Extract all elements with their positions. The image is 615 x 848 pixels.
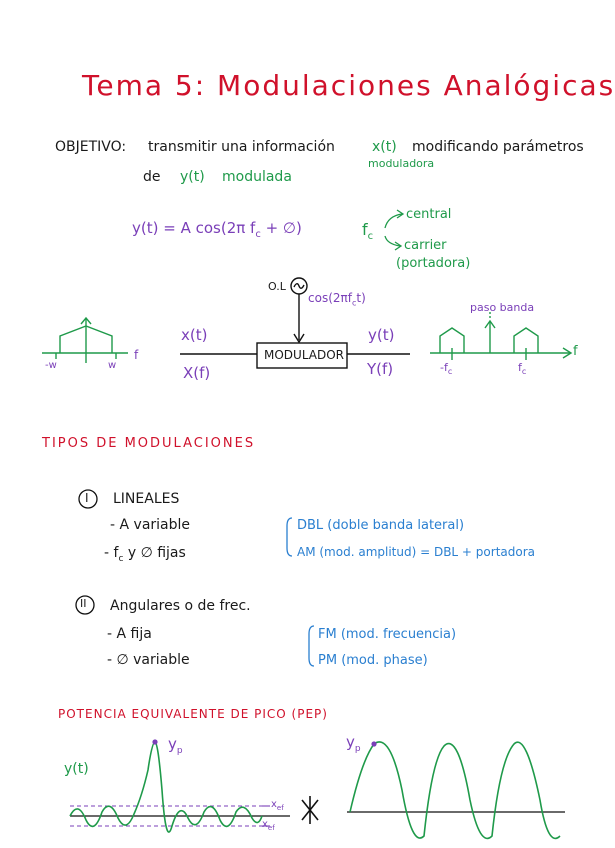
pep-yt-label: y(t) — [64, 761, 89, 777]
tipos-heading: TIPOS DE MODULACIONES — [42, 436, 256, 451]
pep-yp-right: yp — [346, 735, 361, 754]
modulador-label: MODULADOR — [264, 348, 345, 362]
pep-right-plot — [347, 741, 565, 840]
xef-top-sub: ef — [276, 804, 284, 812]
formula-main: y(t) = A cos(2π f — [132, 219, 256, 237]
pep-yp-left-main: y — [168, 735, 177, 753]
fc-portadora: (portadora) — [396, 256, 471, 271]
objetivo-lead: OBJETIVO: — [55, 139, 127, 155]
pep-left-plot — [69, 739, 290, 833]
fc-carrier: carrier — [404, 238, 447, 253]
fm-definition: FM (mod. frecuencia) — [318, 627, 457, 642]
pm-definition: PM (mod. phase) — [318, 653, 428, 668]
cos-sub: c — [351, 298, 357, 308]
f-axis-right: f — [573, 344, 578, 359]
lineales-fc-end: y ∅ fijas — [123, 545, 186, 561]
angulares-a: - A fija — [107, 626, 152, 642]
pep-yp-right-sub: p — [354, 744, 361, 754]
input-xt: x(t) — [181, 326, 208, 344]
xef-bottom-main: x — [262, 819, 268, 830]
angulares-phi: - ∅ variable — [107, 652, 190, 668]
lineales-fc-main: - f — [104, 545, 119, 561]
objetivo-xt: x(t) — [372, 139, 397, 155]
xef-bottom-sub: ef — [267, 824, 275, 832]
carrier-formula: y(t) = A cos(2π fc + ∅) — [132, 221, 302, 240]
modulator-diagram — [180, 277, 410, 369]
type-i-marker — [78, 489, 98, 509]
formula-end: + ∅) — [260, 219, 302, 237]
objetivo-yt: y(t) — [180, 169, 205, 185]
xef-top-label: xef — [271, 800, 284, 812]
pep-yp-left: yp — [168, 737, 183, 756]
fc-axis-main: f — [518, 361, 522, 374]
objetivo-de: de — [143, 169, 161, 185]
minus-fc-sub: c — [447, 367, 453, 377]
cos-end: t) — [356, 291, 366, 305]
sketch-layer — [42, 209, 573, 840]
pep-yp-left-sub: p — [176, 746, 183, 756]
pep-heading: POTENCIA EQUIVALENTE DE PICO (PEP) — [58, 707, 328, 721]
am-definition: AM (mod. amplitud) = DBL + portadora — [297, 545, 535, 559]
objetivo-moduladora: moduladora — [368, 157, 435, 170]
cos-main: cos(2πf — [308, 291, 352, 305]
baseband-spectrum — [42, 316, 128, 363]
minus-fc-label: -fc — [440, 362, 452, 376]
objetivo-text-2: modificando parámetros — [412, 139, 584, 155]
lineales-fc: - fc y ∅ fijas — [104, 546, 186, 564]
angulares-title: Angulares o de frec. — [110, 598, 251, 614]
dbl-definition: DBL (doble banda lateral) — [297, 518, 465, 533]
input-xf: X(f) — [183, 364, 211, 382]
pep-yp-right-main: y — [346, 733, 355, 751]
fc-label: fc — [362, 222, 373, 242]
output-yf: Y(f) — [367, 360, 394, 378]
lineales-bracket — [286, 517, 293, 557]
type-i-label: I — [85, 491, 89, 505]
fc-main: f — [362, 220, 368, 239]
cos-label: cos(2πfct) — [308, 292, 366, 307]
page-title: Tema 5: Modulaciones Analógicas — [82, 69, 615, 102]
minus-w-label: -w — [45, 360, 57, 371]
angulares-bracket — [308, 625, 315, 667]
xef-top-main: x — [271, 799, 277, 810]
f-axis-left: f — [134, 348, 139, 362]
fc-central: central — [406, 207, 452, 222]
lineales-fc-sub: c — [118, 553, 124, 564]
output-yt: y(t) — [368, 326, 395, 344]
fc-sub: c — [367, 231, 374, 243]
type-ii-label: II — [80, 597, 87, 610]
minus-fc-main: -f — [440, 361, 448, 374]
ol-label: O.L — [268, 280, 286, 293]
fc-axis-sub: c — [521, 367, 527, 377]
xef-bottom-label: xef — [262, 820, 275, 832]
fc-axis-label: fc — [518, 362, 526, 376]
lineales-title: LINEALES — [113, 491, 180, 507]
objetivo-text-1: transmitir una información — [148, 139, 335, 155]
lineales-a: - A variable — [110, 517, 191, 533]
paso-banda-label: paso banda — [470, 301, 535, 314]
w-label: w — [108, 360, 117, 371]
not-equal-mark — [301, 796, 319, 824]
formula-sub: c — [255, 229, 261, 240]
objetivo-modulada: modulada — [222, 169, 292, 185]
bandpass-spectrum — [430, 312, 573, 360]
type-ii-marker — [75, 595, 95, 615]
